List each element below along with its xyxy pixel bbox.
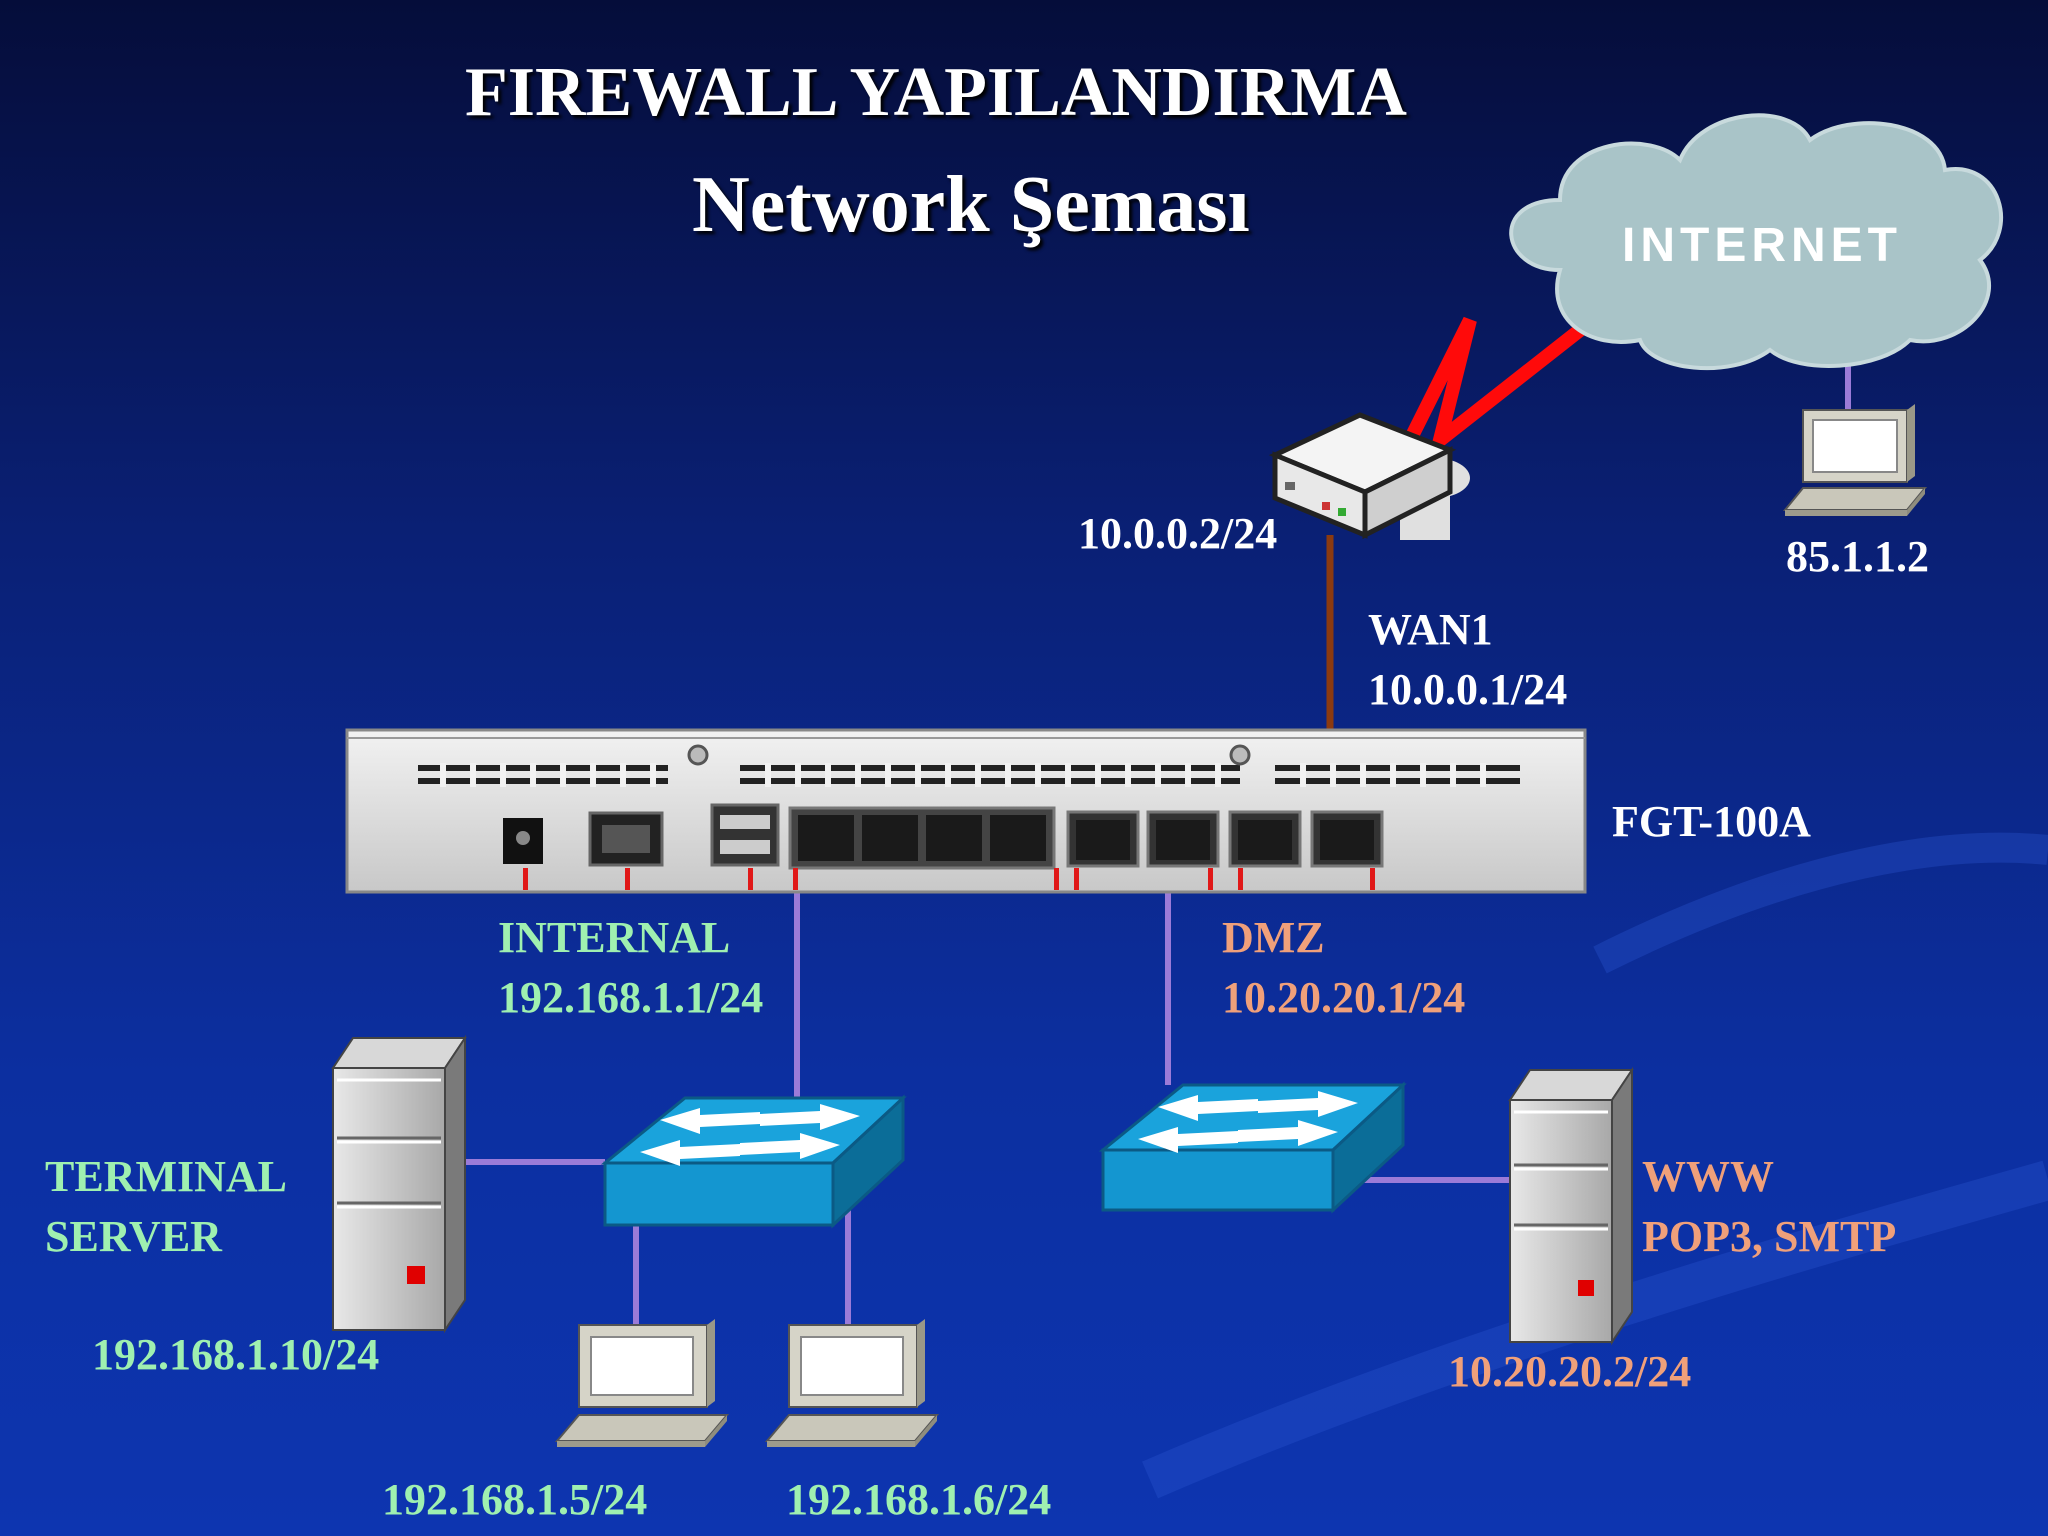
- internal-interface-ip: 192.168.1.1/24: [498, 973, 764, 1022]
- client2-ip: 192.168.1.6/24: [786, 1475, 1052, 1524]
- page-subtitle: Network Şeması: [692, 161, 1250, 249]
- remote-pc-ip: 85.1.1.2: [1786, 532, 1929, 581]
- internet-label: INTERNET: [1622, 219, 1902, 272]
- internet-link: [1403, 316, 1585, 459]
- web-server-ip: 10.20.20.2/24: [1448, 1347, 1692, 1396]
- web-server-services-2: POP3, SMTP: [1642, 1212, 1897, 1261]
- firewall-model: FGT-100A: [1612, 797, 1811, 846]
- cloud-icon: [1509, 113, 2004, 371]
- server-icon: [1508, 1066, 1634, 1346]
- web-server-services: WWW: [1642, 1152, 1774, 1201]
- terminal-server-label-2: SERVER: [45, 1212, 222, 1261]
- wan-interface-ip: 10.0.0.1/24: [1368, 665, 1568, 714]
- laptop-icon: [554, 1319, 730, 1447]
- terminal-server-ip: 192.168.1.10/24: [92, 1330, 380, 1379]
- switch-icon: [1098, 1081, 1407, 1214]
- router-ip: 10.0.0.2/24: [1078, 509, 1278, 558]
- wan-interface-name: WAN1: [1368, 605, 1493, 654]
- firewall-appliance-icon: [345, 728, 1587, 894]
- router-icon: [1268, 412, 1470, 540]
- links: [466, 316, 1851, 1330]
- laptop-icon: [1782, 404, 1928, 516]
- client1-ip: 192.168.1.5/24: [382, 1475, 648, 1524]
- switch-icon: [600, 1094, 907, 1229]
- terminal-server-label: TERMINAL: [45, 1152, 288, 1201]
- dmz-interface-name: DMZ: [1222, 913, 1325, 962]
- laptop-icon: [764, 1319, 940, 1447]
- page-title: FIREWALL YAPILANDIRMA: [465, 54, 1407, 131]
- server-icon: [331, 1034, 467, 1334]
- internal-interface-name: INTERNAL: [498, 913, 731, 962]
- dmz-interface-ip: 10.20.20.1/24: [1222, 973, 1466, 1022]
